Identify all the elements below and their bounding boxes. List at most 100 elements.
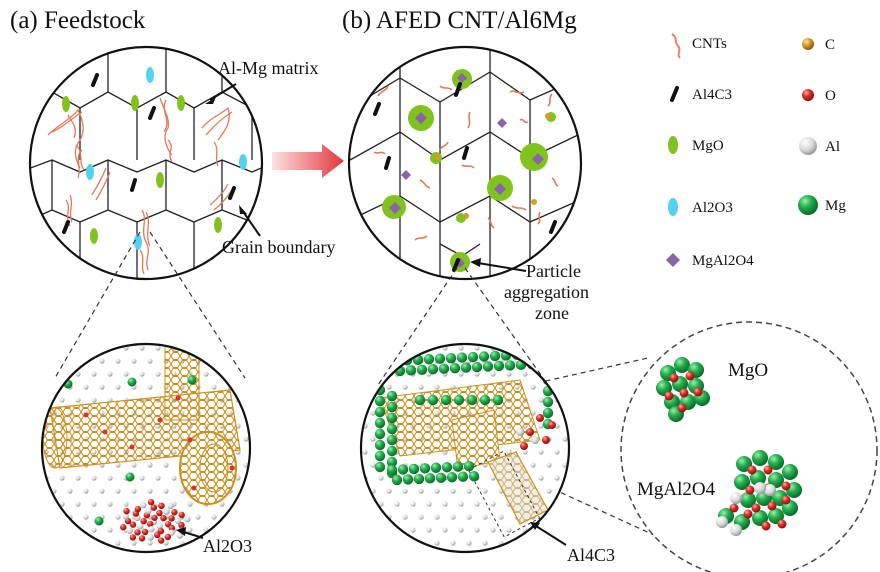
aggregation-pointer-line [477,262,527,272]
matrix-pointer-line [209,83,237,101]
mg-atom [419,463,431,474]
al-atom [410,501,416,507]
al-atom [730,492,742,504]
al-atom [418,514,424,520]
mg-atom [740,492,756,508]
al-atom [147,488,153,494]
al-atom [59,345,65,351]
al-atom [243,514,249,520]
black-dash-icon [670,86,679,102]
o-atom [154,531,161,539]
al-atom [115,462,121,468]
al-atom [530,462,536,468]
o-atom [178,511,185,519]
al-atom [115,540,121,546]
mg-atom [456,352,468,363]
al-atom [490,475,496,481]
al-atom [131,358,137,364]
al-atom [147,462,153,468]
al-atom [418,384,424,390]
feedstock-grain-circle [28,45,264,281]
al-atom [754,482,766,494]
al-atom [155,475,161,481]
al-atom [167,502,174,510]
al-atom [147,534,154,541]
al-atom [538,475,544,481]
al-atom [394,345,400,351]
al-atom [67,540,73,546]
al-atom [482,514,488,520]
grain-boundary-arrow-head [239,205,247,214]
al-atom [155,371,161,377]
al-atom [163,508,170,515]
o-atom [158,502,165,510]
legend-mgo-entry: MgO [668,136,724,154]
mg-atom [427,364,439,375]
al-atom [75,397,81,403]
mg-atom [537,358,549,369]
al-atom [136,522,144,530]
mg-atom [463,460,475,472]
al-atom [530,540,536,546]
al-atom [418,488,424,494]
al-atom [243,384,249,390]
al-atom [83,384,89,390]
mg-atom [768,472,784,488]
al-atom [59,371,65,377]
al-atom [235,501,241,507]
al-atom [147,358,153,364]
al-atom [482,488,488,494]
al-atom [219,501,225,507]
al-atom [75,371,81,377]
mgo-cluster-icon [656,357,710,422]
al-atom [458,527,464,533]
mg-atom [374,395,386,407]
mg-atom [374,439,386,451]
o-atom [160,514,167,522]
al-atom [163,488,169,494]
al-atom [99,384,105,390]
o-atom [147,520,154,528]
mg-atom [430,462,442,473]
o-atom [134,505,142,513]
svg-text:Al2O3: Al2O3 [692,200,733,216]
mg-atom [466,394,478,406]
mg-atom [533,348,545,359]
cnt-detail-circle [40,342,252,554]
al-atom [466,514,472,520]
o-atom [743,509,753,519]
mg-atom [374,461,386,473]
al-atom [554,449,560,455]
al-atom [562,514,568,520]
mgal2o4-cluster-icon [716,450,802,536]
al-atom [362,371,368,377]
mg-atom [391,474,403,486]
al-atom [115,358,121,364]
al-atom [99,488,105,494]
mg-atom [386,434,398,446]
al-atom [362,527,368,533]
al-atom [187,527,193,533]
mg-atom [435,472,447,483]
al-atom [43,397,49,403]
o-atom [120,524,127,531]
al-atom [51,540,57,546]
panel-a-title: (a) Feedstock [10,7,146,34]
mg-atom [504,360,516,371]
mg-atom [413,473,425,485]
svg-text:Al: Al [825,139,840,155]
al-atom [51,384,57,390]
al-atom [75,475,81,481]
o-atom [679,388,689,398]
al-atom [402,540,408,546]
al-atom [506,345,512,351]
legend: CNTs Al4C3 MgO Al2O3 MgAl2O4 C O Al [666,33,846,269]
al-atom [83,514,89,520]
al-atom [370,410,376,416]
al-atom [370,462,376,468]
al-atom [506,449,512,455]
al-atom [402,488,408,494]
al-atom [410,527,416,533]
al-atom [362,449,368,455]
o-atom [178,521,185,529]
